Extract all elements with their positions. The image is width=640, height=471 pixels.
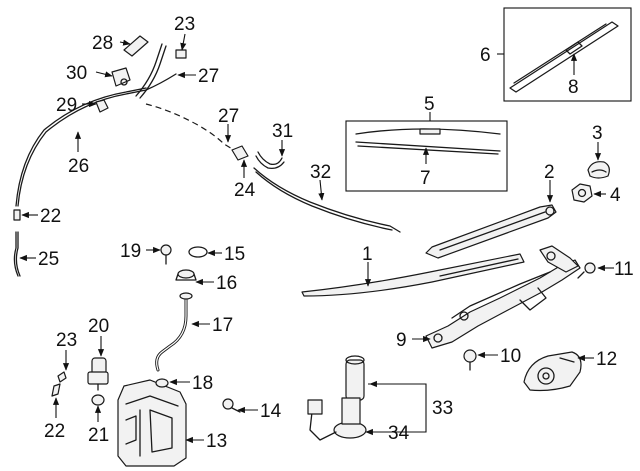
callout-26: 26 [68, 156, 89, 177]
callout-25: 25 [38, 249, 59, 270]
callout-29: 29 [56, 95, 77, 116]
bolt-19 [160, 244, 172, 265]
callout-13: 13 [206, 431, 227, 452]
leader-lines [19, 33, 614, 444]
o-ring-15 [188, 246, 208, 258]
bolt-10 [463, 349, 477, 371]
filler-neck [155, 292, 193, 372]
washer-hose-left [13, 87, 147, 277]
callout-17: 17 [212, 315, 233, 336]
washer-reservoir [117, 379, 187, 467]
wiper-arm-right [425, 204, 557, 259]
callout-27-middle: 27 [218, 106, 239, 127]
callout-3: 3 [592, 123, 603, 144]
callout-16: 16 [216, 273, 237, 294]
callout-23-lower: 23 [56, 330, 77, 351]
callout-31: 31 [272, 121, 293, 142]
callout-labels: 6 8 5 7 3 4 2 1 11 9 10 12 33 34 13 14 1… [38, 14, 634, 452]
callout-11: 11 [614, 259, 634, 280]
callout-22-lower: 22 [44, 421, 65, 442]
callout-24: 24 [234, 180, 256, 201]
callout-30: 30 [66, 63, 87, 84]
callout-32: 32 [310, 162, 331, 183]
callout-22-upper: 22 [40, 206, 61, 227]
callout-7: 7 [420, 168, 431, 189]
grommet-21 [91, 394, 105, 406]
callout-28: 28 [92, 33, 113, 54]
filler-cap [175, 269, 197, 281]
washer-hose-middle [145, 103, 285, 170]
wiper-motor [523, 351, 582, 392]
callout-18: 18 [192, 373, 213, 394]
bolt-14 [222, 398, 241, 413]
callout-4: 4 [610, 185, 621, 206]
seal-18 [155, 378, 169, 388]
front-wiper-blade [355, 128, 501, 155]
callout-23-upper: 23 [174, 14, 195, 35]
callout-15: 15 [224, 244, 245, 265]
washer-hose-32 [253, 167, 401, 233]
callout-10: 10 [500, 346, 521, 367]
callout-33: 33 [432, 398, 453, 419]
callout-14: 14 [260, 401, 282, 422]
pivot-cap [587, 161, 610, 179]
bolt-11 [577, 262, 596, 279]
front-blade-frame [345, 120, 508, 192]
connector-22-lower [51, 383, 61, 397]
callout-8: 8 [568, 77, 579, 98]
pivot-nut [571, 183, 593, 203]
wiper-arm-left [301, 253, 525, 297]
callout-9: 9 [396, 330, 407, 351]
rear-wiper-blade [509, 21, 619, 93]
callout-34: 34 [388, 423, 410, 444]
callout-2: 2 [544, 162, 555, 183]
washer-hose-upper [95, 35, 187, 113]
callout-27-upper: 27 [198, 66, 219, 87]
callout-12: 12 [596, 349, 617, 370]
callout-19: 19 [120, 241, 141, 262]
callout-20: 20 [88, 316, 109, 337]
wiper-linkage [425, 245, 581, 349]
connector-23-lower [57, 371, 67, 383]
callout-1: 1 [362, 244, 373, 265]
washer-pump-20 [87, 357, 109, 391]
washer-pump-assembly [307, 355, 367, 441]
callout-21: 21 [88, 425, 109, 446]
callout-6: 6 [480, 45, 491, 66]
callout-5: 5 [424, 94, 435, 115]
